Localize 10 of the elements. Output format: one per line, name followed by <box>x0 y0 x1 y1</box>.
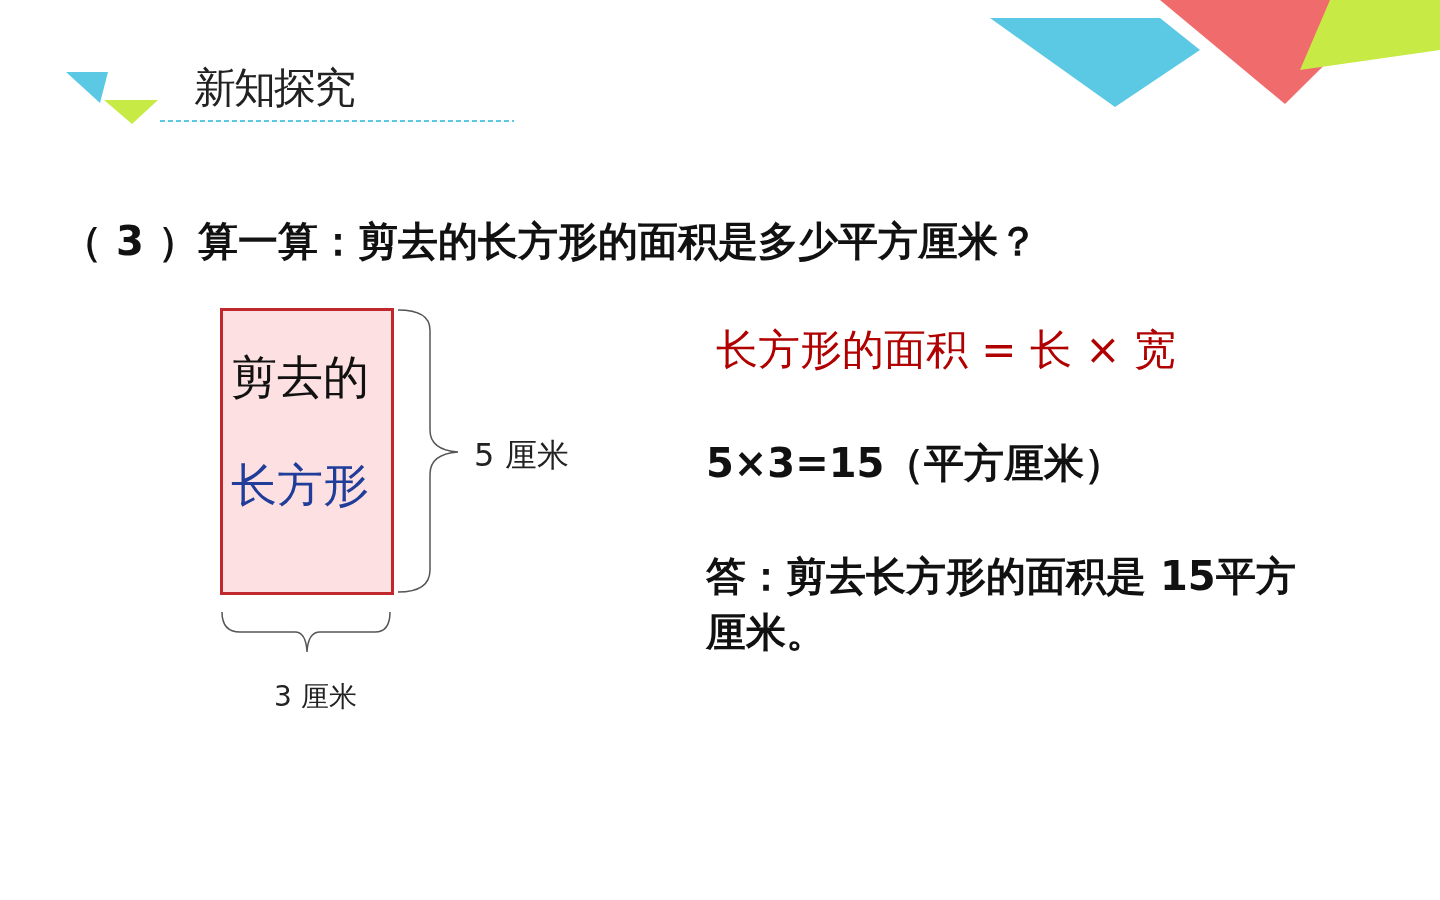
dimension-label: 5 厘米 <box>474 435 569 476</box>
shape-label: 剪去的 <box>231 349 369 406</box>
dimension-label: 3 厘米 <box>274 679 357 715</box>
answer-text: 答：剪去长方形的面积是 15平方厘米。 <box>706 552 1297 657</box>
calculation-text: 5×3=15（平方厘米） <box>706 439 1125 488</box>
rectangle-shape <box>220 308 394 595</box>
slide-title: 新知探究 <box>194 62 354 114</box>
shape-label: 长方形 <box>231 457 369 514</box>
formula-text: 长方形的面积 = 长 × 宽 <box>716 324 1176 376</box>
question-text: （ 3 ）算一算：剪去的长方形的面积是多少平方厘米？ <box>62 217 1038 266</box>
